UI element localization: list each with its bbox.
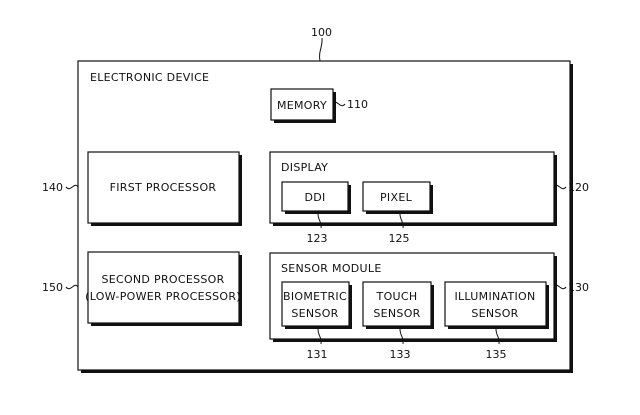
ddi-ref: 123 — [307, 232, 328, 245]
pixel-block: PIXEL — [362, 181, 433, 214]
sensor-module-label: SENSOR MODULE — [281, 262, 382, 275]
first-processor-block: FIRST PROCESSOR — [87, 151, 242, 226]
second-processor-leader-line — [65, 284, 79, 290]
electronic-device-label: ELECTRONIC DEVICE — [90, 71, 209, 84]
sensor-module-block: SENSOR MODULE BIOMETRIC SENSOR TOUCH SEN… — [269, 252, 557, 342]
first-processor-ref: 140 — [42, 181, 63, 194]
illumination-sensor-block: ILLUMINATION SENSOR — [444, 281, 549, 329]
first-processor-leader-line — [65, 184, 79, 190]
memory-label: MEMORY — [277, 99, 327, 112]
pixel-ref: 125 — [389, 232, 410, 245]
memory-leader-line — [332, 101, 346, 107]
touch-sensor-leader-line — [399, 328, 404, 345]
touch-sensor-block: TOUCH SENSOR — [362, 281, 434, 329]
pixel-label: PIXEL — [380, 191, 413, 204]
biometric-sensor-leader-line — [317, 328, 322, 345]
display-leader-line — [553, 184, 567, 190]
biometric-sensor-block: BIOMETRIC SENSOR — [281, 281, 352, 329]
illumination-sensor-label-line1: ILLUMINATION — [454, 290, 535, 303]
second-processor-label-line2: (LOW-POWER PROCESSOR) — [85, 290, 241, 303]
second-processor-label-line1: SECOND PROCESSOR — [101, 273, 224, 286]
display-label: DISPLAY — [281, 161, 328, 174]
biometric-sensor-label-line1: BIOMETRIC — [283, 290, 347, 303]
second-processor-block: SECOND PROCESSOR (LOW-POWER PROCESSOR) — [85, 251, 242, 326]
touch-sensor-label-line1: TOUCH — [376, 290, 418, 303]
pixel-leader-line — [399, 213, 404, 229]
illumination-sensor-leader-line — [495, 328, 500, 345]
illumination-sensor-ref: 135 — [486, 348, 507, 361]
sensor-module-ref: 130 — [568, 281, 589, 294]
second-processor-ref: 150 — [42, 281, 63, 294]
device-ref: 100 — [311, 26, 332, 39]
touch-sensor-label-line2: SENSOR — [373, 307, 420, 320]
biometric-sensor-label-line2: SENSOR — [291, 307, 338, 320]
ddi-leader-line — [317, 213, 322, 229]
sensor-module-leader-line — [553, 284, 567, 290]
illumination-sensor-label-line2: SENSOR — [471, 307, 518, 320]
ddi-label: DDI — [304, 191, 325, 204]
ddi-block: DDI — [281, 181, 351, 214]
memory-ref: 110 — [347, 98, 368, 111]
device-leader-line — [319, 37, 323, 62]
biometric-sensor-ref: 131 — [307, 348, 328, 361]
touch-sensor-ref: 133 — [390, 348, 411, 361]
display-ref: 120 — [568, 181, 589, 194]
first-processor-label: FIRST PROCESSOR — [110, 181, 217, 194]
display-block: DISPLAY DDI PIXEL — [269, 151, 557, 226]
memory-block: MEMORY — [270, 88, 336, 123]
